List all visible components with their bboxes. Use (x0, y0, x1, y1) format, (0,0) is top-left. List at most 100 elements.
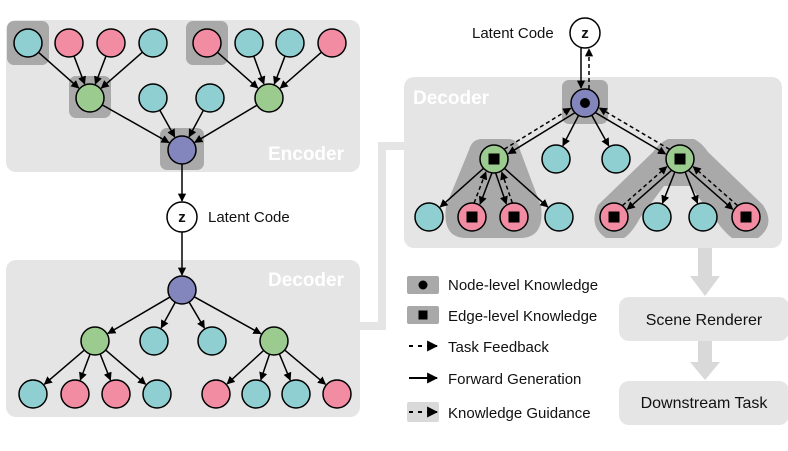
encoder-edge-leaf-8 (279, 51, 322, 89)
decoder-left-edge-mid1-leaf-1 (43, 349, 85, 385)
encoder-edge-mid-4 (194, 104, 258, 143)
decoder-left-edge-mid1-leaf-3 (99, 353, 112, 381)
encoder-mid-node-1 (75, 83, 105, 113)
decoder-panel-left (6, 260, 360, 417)
encoder-edge-leaf-2 (73, 55, 86, 85)
decoder-left-edge-mid4-leaf-4 (284, 349, 327, 385)
decoder-right-edge-mid1-leaf-4 (503, 167, 549, 208)
decoder-right-edge-mid1-leaf-2 (478, 172, 493, 205)
decoder-highlight-right-branch (594, 139, 769, 238)
encoder-leaf-node-5 (192, 28, 222, 58)
decoder-left-leaf-node-1-2 (60, 379, 90, 409)
latent-code-label-left: Latent Code (208, 209, 290, 226)
decoder-left-edge-mid4-leaf-2 (259, 354, 271, 381)
encoder-leaf-node-6 (234, 28, 264, 58)
decoder-right-leaf-node-2-2 (642, 202, 672, 232)
decoder-right-mid-node-3 (601, 144, 631, 174)
decoder-right-feedback-mid1-leaf-2 (473, 171, 488, 204)
decoder-right-leaf-node-1-4 (544, 202, 574, 232)
encoder-edge-leaf-3 (94, 55, 107, 85)
encoder-edge-mid-1 (101, 104, 170, 144)
decoder-right-feedback-mid4-leaf-1 (622, 166, 668, 207)
legend-edge-level-label: Edge-level Knowledge (448, 308, 597, 325)
decoder-right-mid-node-2 (541, 144, 571, 174)
encoder-edge-leaf-7 (273, 55, 286, 85)
decoder-left-mid-node-1 (80, 326, 110, 356)
svg-text:z: z (581, 25, 589, 42)
encoder-title: Encoder (268, 144, 345, 165)
encoder-leaf-node-7 (275, 28, 305, 58)
decoder-right-leaf-node-1-3 (499, 202, 529, 232)
encoder-edge-leaf-4 (100, 51, 143, 89)
decoder-left-leaf-node-1-1 (18, 379, 48, 409)
legend-node-level-label: Node-level Knowledge (448, 277, 598, 294)
encoder-edge-mid-2 (159, 109, 176, 138)
decoder-left-leaf-node-1-3 (101, 379, 131, 409)
scene-renderer-label: Scene Renderer (646, 312, 763, 329)
legend-node-level-dot (418, 280, 428, 290)
edges (37, 48, 738, 385)
decoder-right-edge-mid4-leaf-4 (688, 169, 734, 210)
encoder-edge-leaf-1 (37, 51, 80, 89)
encoder-mid-node-3 (195, 83, 225, 113)
decoder-right-edge-root-mid-4 (595, 112, 667, 155)
latent-code-label-right: Latent Code (472, 25, 554, 42)
downstream-task-label: Downstream Task (641, 395, 769, 412)
flow-arrow-to-renderer (690, 248, 720, 296)
decoder-left-root-node (167, 275, 197, 305)
decoder-right-edge-root-mid-2 (562, 115, 580, 147)
decoder-right-edge-mid4-leaf-1 (626, 169, 672, 210)
svg-text:z: z (178, 209, 186, 226)
encoder-leaf-node-4 (138, 28, 168, 58)
decoder-right-leaf-node-2-1 (599, 202, 629, 232)
decoder-left-leaf-node-4-1 (201, 379, 231, 409)
decoder-right-mid-node-1 (479, 144, 509, 174)
legend-task-feedback-label: Task Feedback (448, 339, 549, 356)
encoder-mid-node-4 (254, 83, 284, 113)
decoder-left-edge-mid4-leaf-3 (278, 353, 292, 381)
flow-arrow-to-downstream (690, 340, 720, 380)
decoder-left-mid-node-4 (259, 326, 289, 356)
downstream-task-box (619, 381, 788, 425)
encoder-leaf-node-3 (96, 28, 126, 58)
decoder-left-edge-root-mid-2 (160, 301, 176, 329)
decoder-right-edge-mid4-leaf-2 (661, 171, 676, 204)
decoder-left-edge-mid1-leaf-2 (79, 353, 91, 381)
latent-z-node-right: z (569, 17, 601, 49)
legend: Node-level Knowledge Edge-level Knowledg… (407, 276, 598, 422)
decoder-left-edge-mid1-leaf-4 (105, 349, 147, 385)
legend-edge-level-square (418, 310, 428, 320)
panel-connector (360, 142, 404, 330)
decoder-right-root-node (570, 88, 600, 118)
decoder-right-mid-node-4 (665, 144, 695, 174)
encoder-edge-leaf-6 (253, 55, 266, 85)
decoder-right-leaf-node-1-2 (457, 202, 487, 232)
decoder-title-right: Decoder (413, 88, 490, 109)
decoder-left-mid-node-2 (139, 326, 169, 356)
decoder-right-edge-mid1-leaf-1 (439, 167, 485, 208)
decoder-left-edge-root-mid-3 (188, 301, 206, 329)
decoder-left-mid-node-3 (197, 326, 227, 356)
encoder-panel (6, 20, 360, 172)
encoder-edge-leaf-5 (216, 51, 259, 89)
legend-knowledge-guidance-label: Knowledge Guidance (448, 405, 591, 422)
encoder-leaf-node-1 (13, 28, 43, 58)
decoder-right-leaf-node-2-4 (731, 202, 761, 232)
decoder-right-feedback-mid1-leaf-3 (500, 171, 513, 204)
decoder-title-left: Decoder (268, 270, 345, 291)
decoder-right-feedback-mid4-leaf-4 (692, 166, 738, 207)
decoder-left-edge-mid4-leaf-1 (226, 349, 265, 385)
decoder-right-leaf-node-1-1 (414, 202, 444, 232)
decoder-right-edge-root-mid-3 (591, 114, 610, 147)
latent-z-node-left: z (166, 201, 198, 233)
nodes: zz (13, 17, 761, 409)
encoder-edge-mid-3 (188, 109, 205, 138)
decoder-right-edge-mid1-leaf-3 (495, 172, 508, 205)
encoder-leaf-node-2 (54, 28, 84, 58)
decoder-right-feedback-mid-1 (503, 107, 572, 150)
decoder-right-edge-root-mid-1 (507, 112, 576, 155)
encoder-leaf-node-8 (317, 28, 347, 58)
legend-forward-generation-label: Forward Generation (448, 371, 581, 388)
encoder-root-node (167, 135, 197, 165)
